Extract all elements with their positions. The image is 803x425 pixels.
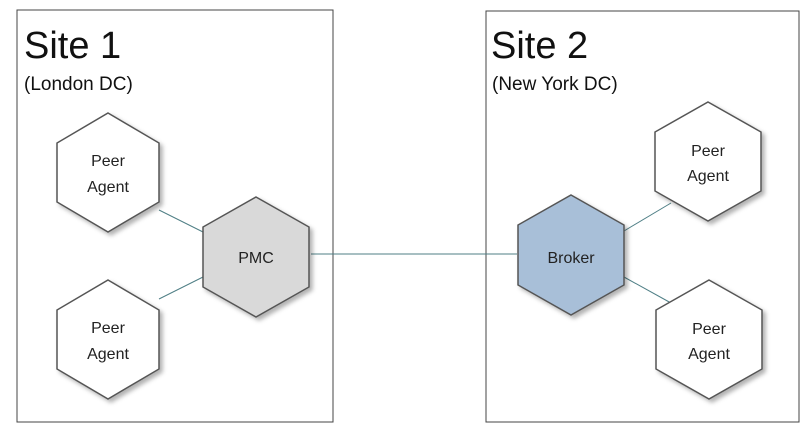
site-1-title: Site 1	[24, 25, 121, 67]
link-broker-site2-peer-bottom	[623, 276, 672, 304]
peer-agent-hexagon	[655, 279, 763, 400]
peer-agent-label-line2: Agent	[687, 168, 729, 185]
link-site1-peer-bottom-pmc	[158, 275, 206, 300]
site-1-subtitle: (London DC)	[24, 74, 133, 95]
site2-peer-agent-top: Peer Agent	[654, 101, 762, 222]
peer-agent-hexagon	[654, 101, 762, 222]
link-site1-peer-top-pmc	[158, 209, 206, 234]
peer-agent-hexagon	[56, 279, 160, 400]
site2-peer-agent-bottom: Peer Agent	[655, 279, 763, 400]
peer-agent-label-line1: Peer	[91, 320, 125, 337]
site-2-title: Site 2	[491, 25, 588, 67]
site-2-subtitle: (New York DC)	[492, 74, 618, 95]
peer-agent-label-line1: Peer	[91, 153, 125, 170]
site1-peer-agent-bottom: Peer Agent	[56, 279, 160, 400]
peer-agent-label-line2: Agent	[87, 346, 129, 363]
peer-agent-hexagon	[56, 112, 160, 233]
broker-node: Broker	[517, 194, 625, 316]
pmc-label: PMC	[238, 250, 274, 267]
peer-agent-label-line1: Peer	[691, 143, 725, 160]
pmc-node: PMC	[202, 196, 310, 318]
broker-label: Broker	[547, 250, 595, 267]
link-broker-site2-peer-top	[623, 202, 672, 232]
pmc-hexagon	[202, 196, 310, 318]
site1-peer-agent-top: Peer Agent	[56, 112, 160, 233]
broker-hexagon	[517, 194, 625, 316]
peer-agent-label-line1: Peer	[692, 321, 726, 338]
peer-agent-label-line2: Agent	[87, 179, 129, 196]
peer-agent-label-line2: Agent	[688, 346, 730, 363]
